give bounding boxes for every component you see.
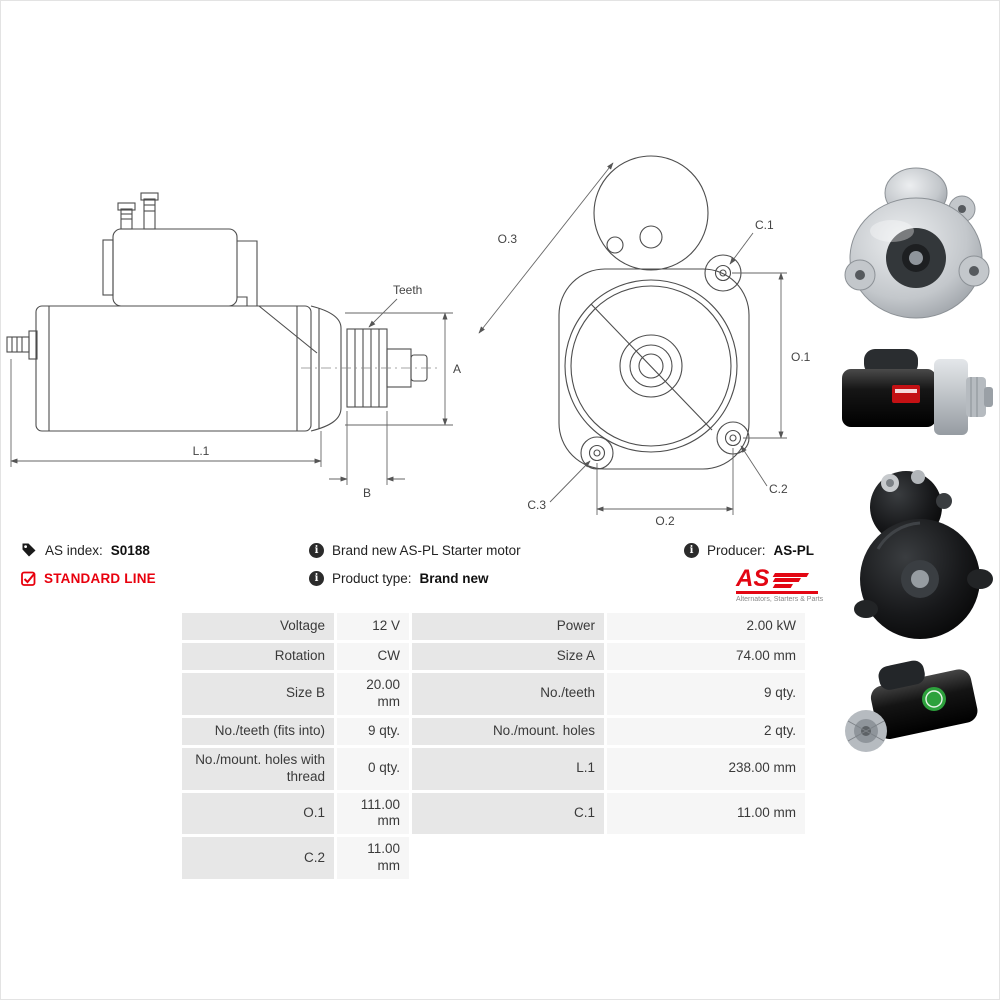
info-icon: i bbox=[309, 570, 324, 586]
spec-label-cell-empty bbox=[412, 837, 604, 879]
producer-value: AS-PL bbox=[773, 542, 815, 558]
producer-line: i Producer: AS-PL bbox=[684, 541, 820, 559]
dim-label-c3: C.3 bbox=[527, 498, 546, 512]
standard-line-row: STANDARD LINE bbox=[21, 569, 156, 587]
dim-label-teeth: Teeth bbox=[393, 283, 422, 297]
dim-label-c1: C.1 bbox=[755, 218, 774, 232]
aspl-logo-tagline: Alternators, Starters & Parts bbox=[736, 595, 824, 603]
technical-drawing-svg: A L.1 B Teeth bbox=[6, 155, 811, 528]
spec-label-cell: No./mount. holes with thread bbox=[182, 747, 334, 790]
spec-label-cell: L.1 bbox=[412, 747, 604, 790]
spec-label-cell: Voltage bbox=[182, 613, 334, 640]
spec-label-cell: Power bbox=[412, 613, 604, 640]
spec-row: Voltage 12 V Power 2.00 kW bbox=[182, 613, 805, 640]
spec-row: Size B 20.00 mm No./teeth 9 qty. bbox=[182, 673, 805, 715]
producer-label: Producer: bbox=[707, 542, 766, 558]
info-icon: i bbox=[309, 542, 324, 558]
spec-value-cell: 9 qty. bbox=[607, 673, 805, 715]
spec-label-cell: C.2 bbox=[182, 837, 334, 879]
product-photo-side-view bbox=[834, 333, 998, 455]
spec-label-cell: Size B bbox=[182, 673, 334, 715]
spec-value-cell: 9 qty. bbox=[337, 717, 409, 745]
product-info-row: AS index: S0188 STANDARD LINE i Brand ne… bbox=[1, 541, 831, 613]
aspl-logo-underline bbox=[736, 591, 818, 594]
dim-label-a: A bbox=[453, 362, 461, 376]
spec-value-cell: CW bbox=[337, 643, 409, 670]
product-type-value: Brand new bbox=[419, 570, 489, 586]
product-type-label: Product type: bbox=[332, 570, 412, 586]
side-view-dimensions bbox=[10, 298, 453, 485]
as-index-line: AS index: S0188 bbox=[21, 541, 156, 559]
product-photo-rear-solenoid bbox=[834, 457, 998, 645]
spec-row: Rotation CW Size A 74.00 mm bbox=[182, 643, 805, 670]
aspl-logo-stripes-icon bbox=[773, 572, 810, 587]
product-photo-front-flange bbox=[834, 161, 998, 331]
dim-label-c2: C.2 bbox=[769, 482, 788, 496]
brand-new-line: i Brand new AS-PL Starter motor bbox=[309, 541, 521, 559]
as-index-label: AS index: bbox=[45, 542, 103, 558]
spec-table: Voltage 12 V Power 2.00 kW Rotation CW S… bbox=[182, 613, 805, 882]
info-col-product: i Brand new AS-PL Starter motor i Produc… bbox=[309, 541, 521, 597]
spec-label-cell: No./teeth (fits into) bbox=[182, 717, 334, 745]
spec-label-cell: C.1 bbox=[412, 792, 604, 835]
spec-row: C.2 11.00 mm bbox=[182, 837, 805, 879]
standard-line-badge: STANDARD LINE bbox=[44, 570, 156, 586]
info-icon: i bbox=[684, 542, 699, 558]
spec-value-cell: 12 V bbox=[337, 613, 409, 640]
info-col-index: AS index: S0188 STANDARD LINE bbox=[21, 541, 156, 597]
spec-value-cell: 11.00 mm bbox=[337, 837, 409, 879]
spec-value-cell: 74.00 mm bbox=[607, 643, 805, 670]
spec-label-cell: No./mount. holes bbox=[412, 717, 604, 745]
product-type-line: i Product type: Brand new bbox=[309, 569, 521, 587]
dim-label-o3: O.3 bbox=[498, 232, 518, 246]
spec-value-cell: 2 qty. bbox=[607, 717, 805, 745]
spec-value-cell: 11.00 mm bbox=[607, 792, 805, 835]
spec-row: No./teeth (fits into) 9 qty. No./mount. … bbox=[182, 717, 805, 745]
spec-row: No./mount. holes with thread 0 qty. L.1 … bbox=[182, 747, 805, 790]
spec-label-cell: Size A bbox=[412, 643, 604, 670]
info-col-producer: i Producer: AS-PL AS Alternators, Starte… bbox=[684, 541, 824, 603]
dim-label-l1: L.1 bbox=[193, 444, 210, 458]
product-photo-angled-view bbox=[834, 647, 998, 771]
spec-value-cell: 0 qty. bbox=[337, 747, 409, 790]
starter-side-view bbox=[6, 192, 437, 432]
aspl-logo-text: AS bbox=[736, 565, 770, 592]
spec-label-cell: No./teeth bbox=[412, 673, 604, 715]
starter-front-view bbox=[558, 155, 750, 470]
spec-value-cell: 111.00 mm bbox=[337, 792, 409, 835]
technical-drawings: A L.1 B Teeth bbox=[1, 101, 831, 541]
spec-row: O.1 111.00 mm C.1 11.00 mm bbox=[182, 792, 805, 835]
brand-new-text: Brand new AS-PL Starter motor bbox=[332, 542, 521, 558]
spec-label-cell: O.1 bbox=[182, 792, 334, 835]
tags-icon bbox=[22, 543, 36, 557]
dim-label-o1: O.1 bbox=[791, 350, 811, 364]
spec-label-cell: Rotation bbox=[182, 643, 334, 670]
as-index-value: S0188 bbox=[110, 542, 150, 558]
aspl-logo: AS Alternators, Starters & Parts bbox=[736, 565, 824, 603]
spec-value-cell: 2.00 kW bbox=[607, 613, 805, 640]
spec-value-cell: 238.00 mm bbox=[607, 747, 805, 790]
spec-value-cell: 20.00 mm bbox=[337, 673, 409, 715]
product-photos-column bbox=[831, 1, 999, 999]
dim-label-b: B bbox=[363, 486, 371, 500]
red-checkbox-icon bbox=[21, 571, 36, 586]
dim-label-o2: O.2 bbox=[655, 514, 675, 528]
spec-value-cell-empty bbox=[607, 837, 805, 879]
front-view-dimensions bbox=[478, 162, 787, 515]
